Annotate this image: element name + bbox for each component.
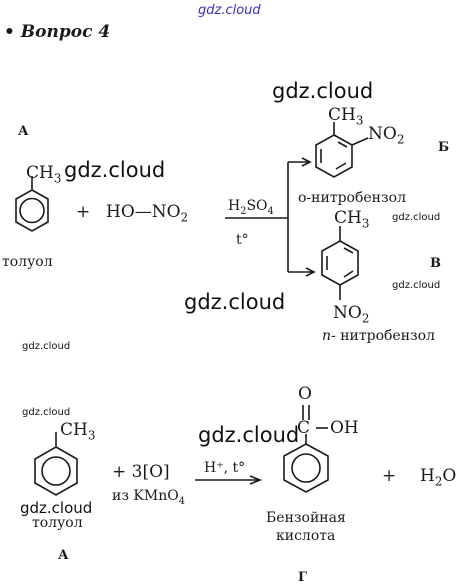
toluene-methyl-1: CH3 bbox=[26, 163, 62, 186]
para-methyl: CH3 bbox=[334, 208, 370, 231]
condition-acid-temperature: H⁺, t° bbox=[204, 460, 246, 476]
para-nitro-group: NO2 bbox=[333, 303, 370, 326]
nitration-arrow bbox=[225, 157, 316, 277]
ortho-product-ring bbox=[315, 122, 369, 178]
carboxyl-carbon: C bbox=[297, 418, 311, 438]
toluene-methyl-2: CH3 bbox=[60, 420, 96, 443]
hydroxyl-group: OH bbox=[330, 418, 359, 438]
watermark-2: gdz.cloud bbox=[272, 79, 374, 103]
oxidation-arrow bbox=[195, 475, 263, 485]
watermark-8: gdz.cloud bbox=[20, 499, 93, 517]
water: H2O bbox=[420, 466, 457, 489]
carbonyl-oxygen: O bbox=[298, 384, 312, 404]
oxidant-source: из KMnO4 bbox=[112, 488, 185, 507]
benzoic-acid-ring bbox=[283, 405, 329, 493]
acid-name-line1: Бензойная bbox=[266, 510, 346, 526]
oxidant: + 3[O] bbox=[112, 462, 170, 482]
watermark-1: gdz.cloud bbox=[64, 158, 166, 182]
toluene-ring-2 bbox=[34, 432, 78, 496]
watermark-4: gdz.cloud bbox=[392, 280, 441, 291]
label-v: В bbox=[430, 256, 441, 271]
label-a-1: А bbox=[18, 124, 29, 139]
nitric-acid: HO—NO2 bbox=[106, 202, 189, 225]
label-a-2: А bbox=[58, 548, 69, 563]
toluene-name-2: толуол bbox=[32, 515, 83, 531]
para-product-ring bbox=[321, 226, 359, 300]
condition-temperature: t° bbox=[236, 232, 249, 248]
plus-1: + bbox=[76, 202, 91, 222]
ortho-methyl: CH3 bbox=[328, 105, 364, 128]
watermark-3: gdz.cloud bbox=[392, 212, 441, 223]
toluene-name-1: толуол bbox=[2, 254, 53, 270]
ortho-nitro-group: NO2 bbox=[368, 124, 405, 147]
label-b: Б bbox=[438, 140, 450, 155]
toluene-ring-1 bbox=[15, 176, 49, 232]
question-title: • Вопрос 4 bbox=[4, 22, 111, 42]
catalyst-label: H2SO4 bbox=[228, 198, 274, 217]
plus-2: + bbox=[382, 466, 397, 486]
watermark-6: gdz.cloud bbox=[22, 341, 71, 352]
label-g: Г bbox=[298, 570, 307, 585]
ortho-product-name: о-нитробензол bbox=[298, 190, 406, 206]
watermark-9: gdz.cloud bbox=[198, 423, 300, 447]
watermark-7: gdz.cloud bbox=[22, 407, 71, 418]
acid-name-line2: кислота bbox=[276, 528, 336, 544]
watermark-top: gdz.cloud bbox=[198, 3, 261, 18]
para-product-name: п- нитробензол bbox=[322, 328, 436, 344]
watermark-5: gdz.cloud bbox=[184, 290, 286, 314]
